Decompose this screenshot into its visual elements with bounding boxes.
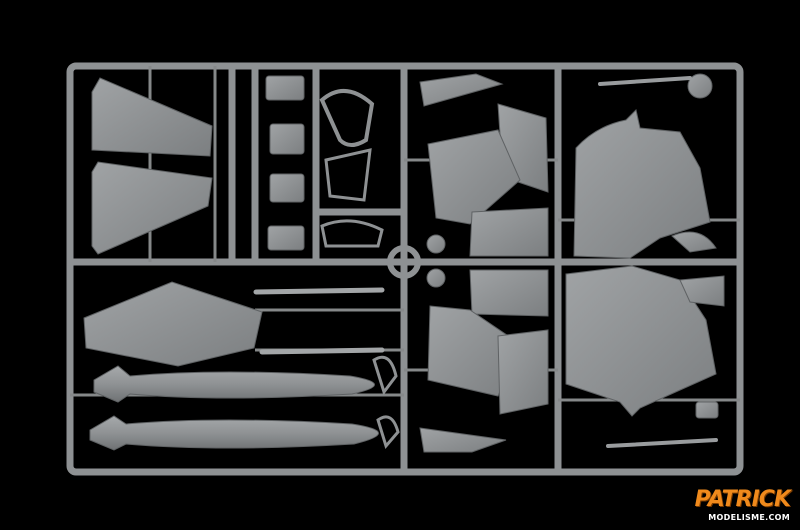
stabilizer <box>83 281 263 367</box>
small-parts <box>265 73 713 288</box>
watermark-brand: PATRICK <box>694 487 791 512</box>
fuselage-halves <box>565 109 725 419</box>
sprue-hub <box>387 245 421 279</box>
small-bits-lower <box>372 355 400 450</box>
sprue-frame <box>66 62 744 476</box>
watermark-subline: MODELISME.COM <box>708 513 790 522</box>
fuel-tanks <box>89 365 379 451</box>
watermark-logo: PATRICK MODELISME.COM <box>682 488 794 528</box>
wing-panels-upper <box>419 73 549 257</box>
wing-panels-lower <box>419 269 549 453</box>
fin-parts <box>91 77 213 255</box>
rods <box>598 76 718 448</box>
long-rods <box>253 287 385 355</box>
